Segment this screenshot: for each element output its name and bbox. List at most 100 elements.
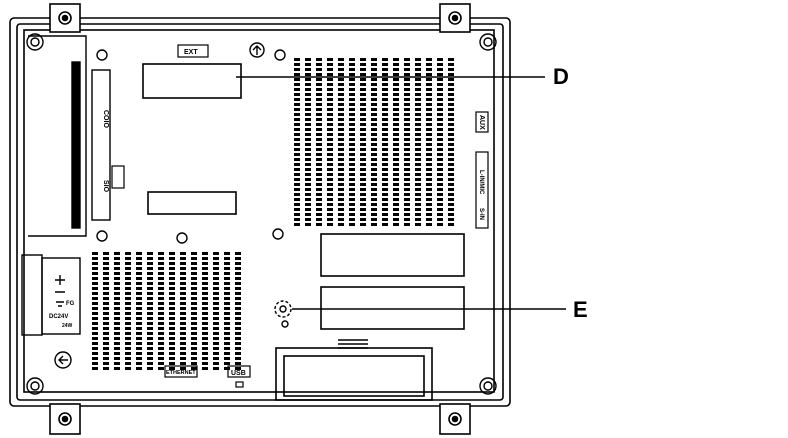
vent-slot: [316, 203, 322, 206]
vent-slot: [158, 282, 164, 285]
vent-slot: [349, 83, 355, 86]
vent-slot: [316, 178, 322, 181]
vent-slot: [371, 123, 377, 126]
vent-slot: [371, 193, 377, 196]
vent-slot: [349, 118, 355, 121]
vent-slot: [158, 297, 164, 300]
vent-slot: [224, 272, 230, 275]
vent-slot: [224, 257, 230, 260]
vent-slot: [349, 78, 355, 81]
vent-slot: [382, 78, 388, 81]
vent-slot: [114, 317, 120, 320]
vent-slot: [235, 252, 241, 255]
vent-slot: [349, 208, 355, 211]
vent-slot: [349, 58, 355, 61]
vent-slot: [437, 73, 443, 76]
vent-slot: [448, 123, 454, 126]
vent-slot: [158, 357, 164, 360]
vent-slot: [404, 83, 410, 86]
vent-slot: [426, 188, 432, 191]
vent-slot: [125, 282, 131, 285]
vent-slot: [147, 272, 153, 275]
vent-slot: [114, 347, 120, 350]
vent-slot: [338, 128, 344, 131]
vent-slot: [92, 262, 98, 265]
vent-slot: [213, 257, 219, 260]
vent-slot: [393, 63, 399, 66]
vent-slot: [294, 73, 300, 76]
vent-slot: [158, 267, 164, 270]
vent-slot: [426, 98, 432, 101]
vent-slot: [393, 153, 399, 156]
vent-slot: [224, 312, 230, 315]
vent-slot: [316, 138, 322, 141]
vent-slot: [327, 183, 333, 186]
vent-slot: [426, 213, 432, 216]
vent-slot: [327, 123, 333, 126]
vent-slot: [415, 113, 421, 116]
vent-slot: [426, 83, 432, 86]
vent-slot: [349, 73, 355, 76]
vent-slot: [404, 183, 410, 186]
vent-slot: [316, 63, 322, 66]
vent-slot: [294, 193, 300, 196]
vent-slot: [349, 213, 355, 216]
vent-slot: [338, 123, 344, 126]
mounting-brackets: [49, 3, 471, 435]
vent-slot: [169, 352, 175, 355]
vent-slot: [103, 337, 109, 340]
vent-slot: [294, 98, 300, 101]
vent-slot: [338, 118, 344, 121]
vent-slot: [294, 58, 300, 61]
vent-slot: [213, 342, 219, 345]
vent-slot: [92, 252, 98, 255]
vent-slot: [235, 307, 241, 310]
power-label: 24W: [62, 323, 73, 329]
vent-slot: [426, 63, 432, 66]
vent-slot: [294, 118, 300, 121]
vent-slot: [404, 68, 410, 71]
vent-slot: [360, 68, 366, 71]
vent-slot: [305, 198, 311, 201]
vent-slot: [448, 188, 454, 191]
vent-slot: [103, 302, 109, 305]
vent-slot: [235, 332, 241, 335]
vent-slot: [180, 262, 186, 265]
vent-slot: [180, 317, 186, 320]
vent-slot: [92, 352, 98, 355]
vent-slot: [360, 183, 366, 186]
vent-slot: [316, 173, 322, 176]
vent-slot: [224, 367, 230, 370]
vent-slot: [158, 332, 164, 335]
vent-slot: [382, 213, 388, 216]
vent-slot: [415, 73, 421, 76]
vent-slot: [180, 342, 186, 345]
vent-slot: [393, 188, 399, 191]
vent-slot: [158, 317, 164, 320]
vent-slot: [103, 292, 109, 295]
ext-connector: [142, 63, 242, 99]
vent-slot: [191, 252, 197, 255]
vent-slot: [404, 208, 410, 211]
vent-slot: [213, 347, 219, 350]
vent-slot: [125, 267, 131, 270]
vent-slot: [316, 158, 322, 161]
vent-slot: [415, 88, 421, 91]
vent-slot: [349, 153, 355, 156]
vent-slot: [180, 357, 186, 360]
vent-slot: [147, 352, 153, 355]
vent-slot: [103, 287, 109, 290]
vent-slot: [158, 347, 164, 350]
vent-slot: [327, 78, 333, 81]
vent-slot: [437, 173, 443, 176]
vent-slot: [437, 198, 443, 201]
vent-slot: [426, 173, 432, 176]
vent-slot: [103, 272, 109, 275]
vent-slot: [294, 183, 300, 186]
vent-slot: [147, 262, 153, 265]
vent-slot: [349, 98, 355, 101]
vent-slot: [136, 317, 142, 320]
vent-slot: [103, 347, 109, 350]
vent-slot: [180, 287, 186, 290]
vent-slot: [327, 148, 333, 151]
